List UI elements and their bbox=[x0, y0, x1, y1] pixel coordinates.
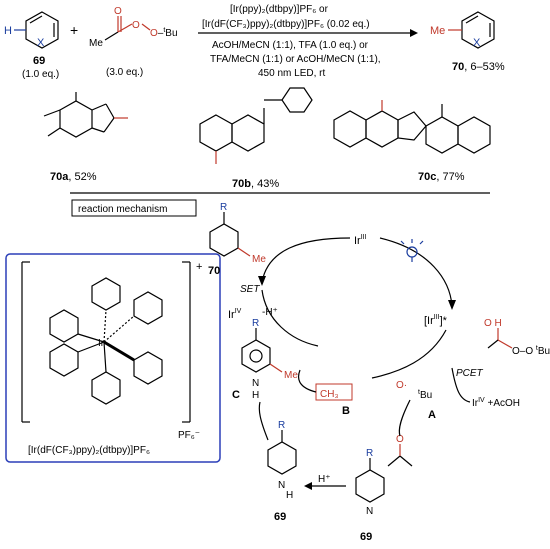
pcet-arrow bbox=[451, 367, 471, 403]
cycle-arrowhead-2 bbox=[448, 300, 456, 310]
radical-A-label: A bbox=[428, 409, 436, 421]
pyridinium-NH: N bbox=[278, 480, 285, 491]
intermediate-C-R: R bbox=[252, 318, 259, 329]
ir-iv-left: IrIV bbox=[228, 308, 242, 321]
conditions-line3: 450 nm LED, rt bbox=[258, 68, 325, 79]
acetone-O: O bbox=[396, 434, 404, 445]
plus-sign: + bbox=[70, 22, 78, 38]
set-label: SET bbox=[240, 284, 260, 295]
mech-product-R: R bbox=[220, 202, 227, 213]
minus-h-label: -H⁺ bbox=[262, 307, 278, 318]
pyridinium-R: R bbox=[278, 420, 285, 431]
mech-peroxide-tBu: O–O tBu bbox=[512, 345, 550, 357]
catalyst-name: [Ir(dF(CF₃)ppy)₂(dtbpy)]PF₆ bbox=[28, 445, 150, 456]
pyridinium-to-C-arrow bbox=[258, 401, 269, 441]
mechanism-label-box bbox=[71, 199, 197, 217]
example-70c-label: 70c, 77% bbox=[418, 171, 465, 183]
reactant-eq: (1.0 eq.) bbox=[22, 69, 59, 80]
pyridinium-69-structure bbox=[267, 430, 297, 475]
pyridine-N: N bbox=[366, 506, 373, 517]
mech-peroxide-structure bbox=[487, 328, 513, 349]
reagent-Me: Me bbox=[89, 38, 103, 49]
example-70a-label: 70a, 52% bbox=[50, 171, 97, 183]
reagent-O-tBu: O–tBu bbox=[150, 27, 178, 39]
mech-peroxide-OH: O H bbox=[484, 318, 502, 329]
protonation-arrowhead bbox=[304, 482, 312, 490]
radical-A-O: O· bbox=[396, 380, 407, 391]
pcet-label: PCET bbox=[456, 368, 484, 379]
intermediate-C-label: C bbox=[232, 389, 240, 401]
product-label: 70, 6–53% bbox=[452, 61, 505, 73]
mech-product-70-structure bbox=[209, 212, 251, 257]
radical-A-tBu: tBu bbox=[418, 389, 432, 401]
reactant-number: 69 bbox=[33, 55, 45, 67]
h-plus-label: H⁺ bbox=[318, 474, 331, 485]
reactant-69-structure bbox=[14, 11, 59, 49]
ir-iv-acoh: IrIV +AcOH bbox=[472, 397, 520, 409]
catalyst-box bbox=[5, 253, 221, 463]
reagent-eq: (3.0 eq.) bbox=[106, 67, 143, 78]
catalyst-charge: + bbox=[196, 261, 202, 273]
product-X: X bbox=[473, 37, 481, 49]
conditions-line2: TFA/MeCN (1:1) or AcOH/MeCN (1:1), bbox=[210, 54, 381, 65]
ch3-radical: CH₃ bbox=[320, 389, 339, 400]
radical-B-label: B bbox=[342, 405, 350, 417]
product-70-structure bbox=[448, 11, 495, 49]
reactant-H: H bbox=[4, 25, 12, 37]
cycle-arrowhead-1 bbox=[258, 276, 266, 286]
catalyst-counterion: PF₆⁻ bbox=[178, 430, 200, 441]
ir-iii-excited: [IrIII]* bbox=[424, 314, 448, 327]
example-70b-structure bbox=[199, 87, 313, 164]
pyridinium-69-label: 69 bbox=[274, 511, 286, 523]
pyridinium-H: H bbox=[286, 490, 293, 501]
intermediate-C-NH: N bbox=[252, 378, 259, 389]
acetone-structure bbox=[387, 444, 413, 467]
example-70c-structure bbox=[333, 100, 491, 154]
reagent-O-ester: O bbox=[132, 20, 140, 31]
catalyst-structure bbox=[21, 261, 191, 423]
reaction-arrowhead bbox=[410, 29, 418, 37]
mech-product-70-label: 70 bbox=[208, 265, 220, 277]
reagent-O-carbonyl: O bbox=[114, 6, 122, 17]
example-70b-label: 70b, 43% bbox=[232, 178, 279, 190]
intermediate-C-structure bbox=[241, 328, 283, 373]
example-70a-structure bbox=[43, 92, 128, 138]
b-to-c-arrow bbox=[297, 369, 317, 393]
pyridine-69-structure bbox=[355, 458, 385, 503]
led-light-icon bbox=[400, 239, 424, 262]
product-Me: Me bbox=[430, 25, 445, 37]
mechanism-label: reaction mechanism bbox=[78, 204, 167, 215]
pyridine-R: R bbox=[366, 448, 373, 459]
pyridine-69-label: 69 bbox=[360, 531, 372, 543]
intermediate-C-H: H bbox=[252, 390, 259, 401]
a-to-acetone-arrow bbox=[398, 399, 411, 437]
catalyst-line1: [Ir(ppy)₂(dtbpy)]PF₆ or bbox=[230, 4, 329, 15]
reactant-X: X bbox=[37, 37, 45, 49]
ir-iii-top: IrIII bbox=[354, 234, 367, 247]
intermediate-C-Me: Me bbox=[284, 370, 298, 381]
catalyst-line2: [Ir(dF(CF₃)ppy)₂(dtbpy)]PF₆ (0.02 eq.) bbox=[202, 19, 370, 30]
catalytic-cycle bbox=[261, 237, 453, 379]
catalyst-Ir: Ir bbox=[98, 338, 105, 349]
conditions-line1: AcOH/MeCN (1:1), TFA (1.0 eq.) or bbox=[212, 40, 369, 51]
mech-product-Me: Me bbox=[252, 254, 266, 265]
reagent-structure bbox=[104, 16, 151, 41]
